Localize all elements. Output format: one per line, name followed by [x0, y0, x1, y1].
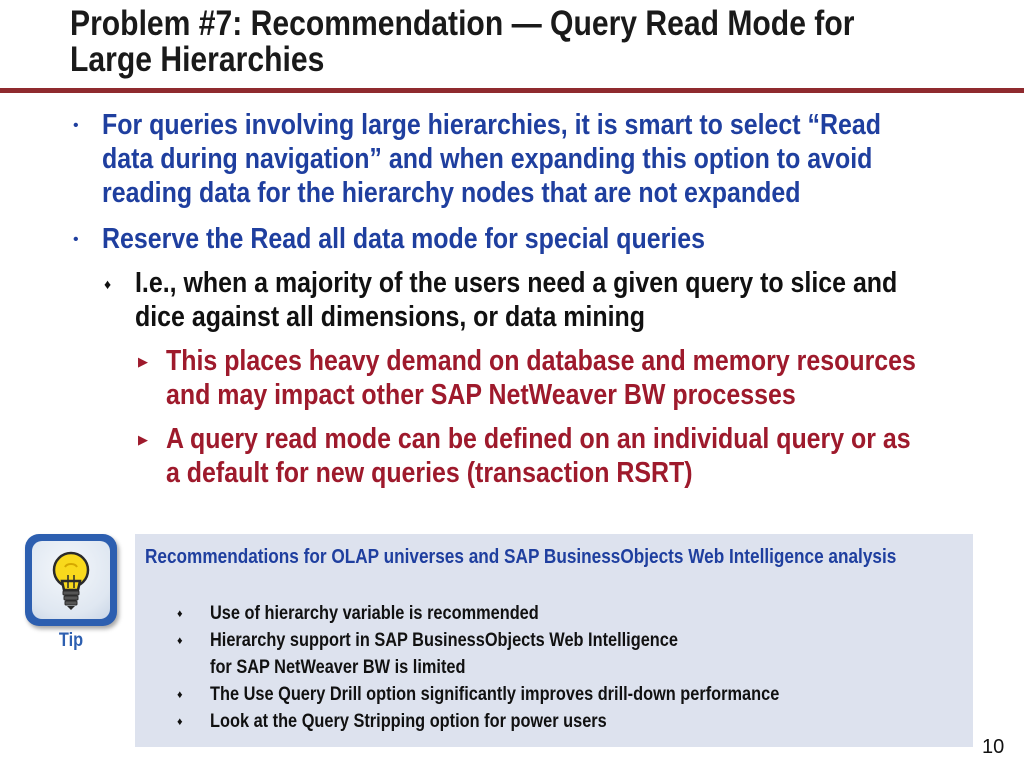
bullet-line: data during navigation” and when expandi…: [102, 143, 873, 175]
bullet-dot: •: [73, 117, 79, 134]
bullet-text: For queries involving large hierarchies,…: [102, 108, 881, 210]
tip-icon-frame: [25, 534, 117, 626]
diamond-bullet-icon: ♦: [177, 689, 183, 701]
bullet-line: A query read mode can be defined on an i…: [166, 423, 911, 455]
slide-title-line-2: Large Hierarchies: [70, 40, 325, 79]
triangle-bullet-icon: ▶: [138, 432, 148, 447]
bullet-line: reading data for the hierarchy nodes tha…: [102, 177, 801, 209]
bullet-line: a default for new queries (transaction R…: [166, 457, 693, 489]
slide-title-line-1: Problem #7: Recommendation — Query Read …: [70, 4, 855, 43]
tip-item-text: Hierarchy support in SAP BusinessObjects…: [210, 627, 678, 681]
tip-item-text: The Use Query Drill option significantly…: [210, 681, 779, 708]
tip-item-text: Use of hierarchy variable is recommended: [210, 600, 539, 627]
bullet-line: Reserve the Read all data mode for speci…: [102, 223, 705, 255]
tip-item-text: Look at the Query Stripping option for p…: [210, 708, 607, 735]
diamond-bullet-icon: ♦: [177, 635, 183, 647]
tip-item-line: Hierarchy support in SAP BusinessObjects…: [210, 630, 678, 651]
bullet-line: This places heavy demand on database and…: [166, 345, 916, 377]
tip-item-line: Use of hierarchy variable is recommended: [210, 603, 539, 624]
bullet-text: A query read mode can be defined on an i…: [166, 422, 911, 490]
bullet-line: and may impact other SAP NetWeaver BW pr…: [166, 379, 796, 411]
title-divider: [0, 88, 1024, 93]
tip-heading: Recommendations for OLAP universes and S…: [145, 546, 897, 568]
tip-label: Tip: [58, 630, 84, 651]
tip-item-line: Look at the Query Stripping option for p…: [210, 711, 607, 732]
tip-icon-background: [32, 541, 110, 619]
bullet-dot: •: [73, 231, 79, 248]
bullet-line: For queries involving large hierarchies,…: [102, 109, 881, 141]
bullet-text: I.e., when a majority of the users need …: [135, 266, 897, 334]
bullet-line: I.e., when a majority of the users need …: [135, 267, 898, 299]
lightbulb-icon: [52, 551, 90, 610]
diamond-bullet-icon: ♦: [104, 276, 112, 292]
diamond-bullet-icon: ♦: [177, 608, 183, 620]
bullet-text: This places heavy demand on database and…: [166, 344, 916, 412]
bullet-text: Reserve the Read all data mode for speci…: [102, 222, 705, 256]
tip-item-line: The Use Query Drill option significantly…: [210, 684, 780, 705]
tip-box: Recommendations for OLAP universes and S…: [135, 534, 973, 747]
page-number: 10: [982, 736, 1005, 758]
slide-title: Problem #7: Recommendation — Query Read …: [70, 6, 913, 78]
bullet-line: dice against all dimensions, or data min…: [135, 301, 645, 333]
triangle-bullet-icon: ▶: [138, 354, 148, 369]
tip-item-line: for SAP NetWeaver BW is limited: [210, 657, 466, 678]
diamond-bullet-icon: ♦: [177, 716, 183, 728]
